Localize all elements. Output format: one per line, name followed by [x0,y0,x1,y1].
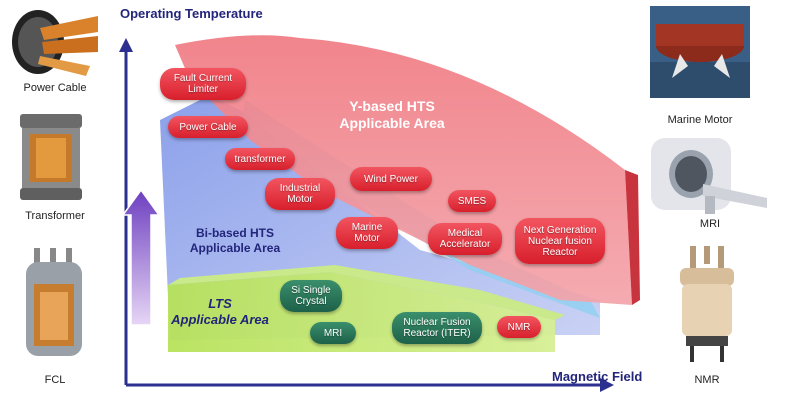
marine-motor-label: Marine Motor [667,114,733,126]
bi-based-line2: Applicable Area [189,241,281,255]
mri-image [651,138,767,214]
bi-based-line1: Bi-based HTS [195,226,274,240]
nmr-image [680,246,734,362]
pill-nextgen-line1: Next Generation [523,224,597,236]
fcl-label: FCL [44,374,66,386]
fcl-image [26,248,82,356]
lhe-label: LHe [130,343,154,358]
pill-nuclear-line2: Reactor (ITER) [403,328,471,339]
mri-label: MRI [699,218,721,230]
pill-marine-line2: Motor [354,233,380,244]
pill-medical-line1: Medical [447,228,483,239]
y-based-line2: Applicable Area [339,115,445,131]
temperature-arrow [121,188,161,326]
transformer-label: Transformer [25,210,85,222]
pill-medical-line2: Accelerator [439,239,491,250]
pill-mri: MRI [310,322,356,344]
marine-motor-image [650,6,750,98]
pill-nuclear-line1: Nuclear Fusion [403,317,471,328]
pill-si-line2: Crystal [295,296,327,307]
y-based-title: Y-based HTS Applicable Area [322,98,462,132]
y-based-line1: Y-based HTS [349,98,435,114]
ln2-main: LN [132,164,150,179]
lts-line1: LTS [208,296,232,311]
pill-wind-power: Wind Power [350,167,432,191]
ln2-sub: 2 [149,171,155,182]
y-axis-title: Operating Temperature [120,6,263,21]
lts-area-top [168,265,565,320]
power-cable-label: Power Cable [23,82,87,94]
pill-si-line1: Si Single [291,285,331,296]
lts-line2: Applicable Area [171,312,269,327]
nmr-label: NMR [694,374,720,386]
pill-marine-line1: Marine [351,222,383,233]
bi-based-title: Bi-based HTS Applicable Area [180,226,290,256]
y-axis-arrowhead [119,38,133,52]
pill-fault-line2: Limiter [187,84,218,95]
pill-industrial-line1: Industrial [279,183,321,194]
pill-nextgen-line2: Nuclear fusion [528,235,592,247]
ln2-label: LN2 [132,164,154,182]
pill-transformer: transformer [225,148,295,170]
lts-title: LTS Applicable Area [165,296,275,328]
pill-industrial-line2: Motor [287,194,313,205]
x-axis-arrowhead [600,378,614,392]
pill-nmr: NMR [497,316,541,338]
y-based-area-side [625,170,640,305]
pill-nextgen-line3: Reactor [542,246,578,258]
x-axis-title: Magnetic Field [552,369,643,384]
pill-power-cable: Power Cable [168,116,248,138]
pill-smes: SMES [448,190,496,212]
power-cable-image [10,6,100,78]
transformer-image [20,114,82,200]
pill-fault-line1: Fault Current [173,73,233,84]
